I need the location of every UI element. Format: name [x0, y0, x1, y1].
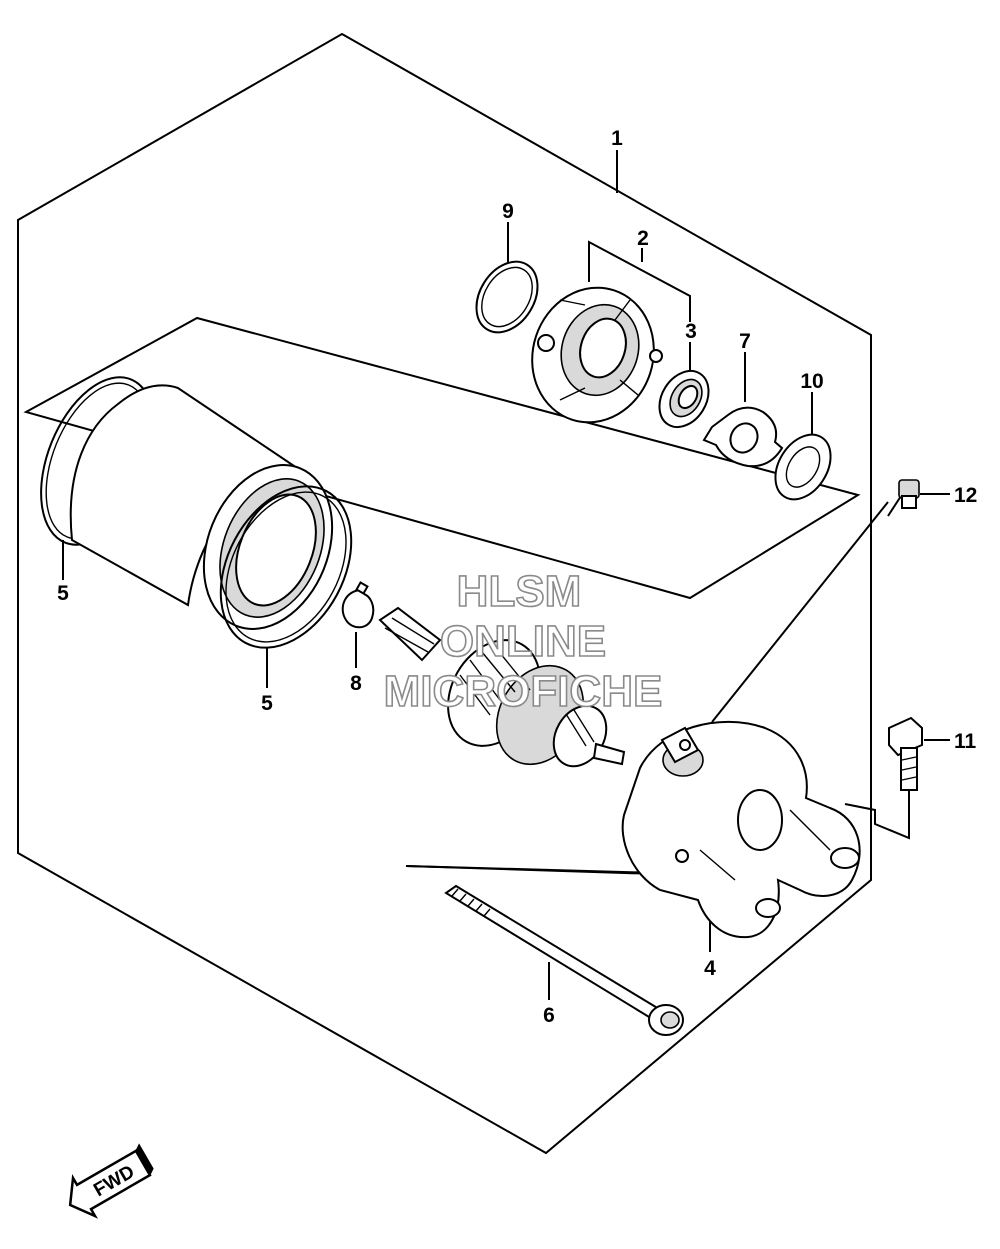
- armature: [378, 606, 626, 768]
- watermark-line-2: ONLINE: [440, 617, 606, 666]
- watermark: HLSM ONLINE MICROFICHE: [383, 566, 663, 717]
- arrow-depth-icon: [135, 1143, 154, 1177]
- callout-6: 6: [543, 1004, 555, 1027]
- callout-7: 7: [739, 330, 751, 353]
- callout-1: 1: [611, 127, 623, 150]
- part-3-oil-seal: [658, 370, 710, 428]
- part-7-lock-washer: [702, 406, 784, 468]
- part-10-washer: [774, 433, 832, 501]
- part-12-plug: [898, 479, 920, 509]
- callout-10: 10: [800, 370, 823, 393]
- part-6-through-bolt: [444, 884, 684, 1036]
- part-8-circlip: [341, 581, 375, 629]
- callout-5-right: 5: [261, 692, 273, 715]
- watermark-line-3: MICROFICHE: [384, 667, 663, 716]
- subgroup-frame: [23, 316, 861, 600]
- callout-12: 12: [954, 484, 977, 507]
- part-11-bolt: [888, 716, 923, 791]
- callout-3: 3: [685, 320, 697, 343]
- part-5-o-ring-right: [219, 485, 353, 649]
- part-9-o-ring: [475, 260, 539, 334]
- callout-2: 2: [637, 227, 649, 250]
- callout-5-left: 5: [57, 582, 69, 605]
- part-2-front-cover: [531, 286, 663, 424]
- callout-11: 11: [954, 730, 977, 753]
- callout-8: 8: [350, 672, 362, 695]
- callout-9: 9: [502, 200, 514, 223]
- fwd-arrow: FWD: [68, 1143, 154, 1219]
- watermark-line-1: HLSM: [457, 567, 582, 616]
- part-4-rear-housing: [621, 720, 861, 939]
- part-1-yoke: [69, 384, 334, 630]
- assembly-frame: [17, 32, 872, 1155]
- callout-labels: 1 2 3 4 5 5 6 7 8 9 10 11 12: [57, 127, 977, 1027]
- callout-4: 4: [704, 957, 716, 980]
